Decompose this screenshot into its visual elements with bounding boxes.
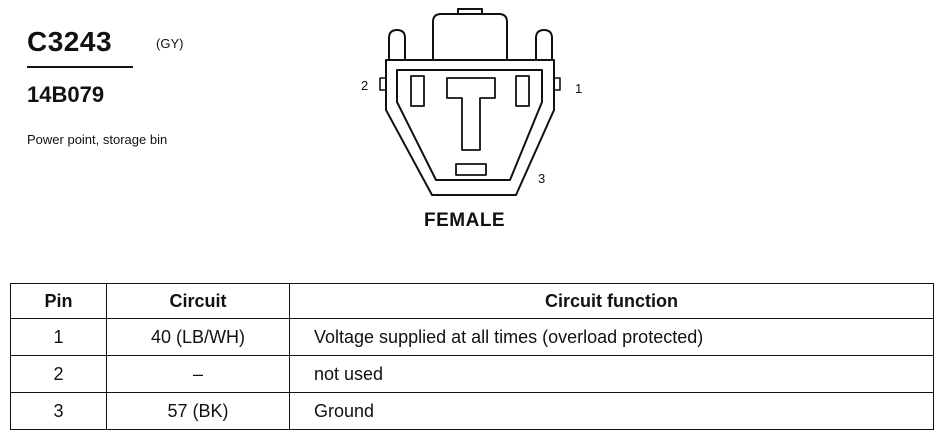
- terminal-2: [410, 75, 425, 107]
- terminal-1: [515, 75, 530, 107]
- table-row: 1 40 (LB/WH) Voltage supplied at all tim…: [10, 318, 934, 356]
- connector-right-post: [535, 29, 553, 60]
- connector-id: C3243: [27, 26, 113, 57]
- connector-latch: [432, 13, 508, 60]
- connector-left-post: [388, 29, 406, 60]
- pin-stub-1: [553, 77, 561, 91]
- pin-stub-2: [379, 77, 387, 91]
- header-circuit: Circuit: [106, 283, 290, 319]
- pin-label-2: 2: [361, 78, 369, 93]
- connector-housing: [385, 59, 555, 196]
- pinout-table: Pin Circuit Circuit function 1 40 (LB/WH…: [10, 283, 934, 430]
- connector-face-diagram: [379, 8, 561, 196]
- cell-pin: 3: [10, 392, 107, 430]
- connector-cavity: [396, 69, 543, 181]
- table-header-row: Pin Circuit Circuit function: [10, 283, 934, 319]
- cell-pin: 2: [10, 355, 107, 393]
- connector-latch-tab: [457, 8, 483, 14]
- cell-circuit-function: not used: [289, 355, 934, 393]
- header-pin: Pin: [10, 283, 107, 319]
- terminal-3: [455, 163, 487, 176]
- header-circuit-function: Circuit function: [289, 283, 934, 319]
- connector-description: Power point, storage bin: [27, 132, 168, 147]
- connector-gender: FEMALE: [424, 210, 506, 231]
- table-row: 3 57 (BK) Ground: [10, 392, 934, 430]
- cell-circuit-function: Ground: [289, 392, 934, 430]
- pin-label-1: 1: [575, 81, 583, 96]
- cell-circuit: 57 (BK): [106, 392, 290, 430]
- part-number: 14B079: [27, 82, 105, 107]
- table-row: 2 – not used: [10, 355, 934, 393]
- cell-pin: 1: [10, 318, 107, 356]
- connector-color: (GY): [156, 36, 184, 51]
- cell-circuit: 40 (LB/WH): [106, 318, 290, 356]
- connector-key: [446, 77, 496, 151]
- cell-circuit-function: Voltage supplied at all times (overload …: [289, 318, 934, 356]
- pin-label-3: 3: [538, 171, 546, 186]
- cell-circuit: –: [106, 355, 290, 393]
- id-divider: [27, 66, 133, 68]
